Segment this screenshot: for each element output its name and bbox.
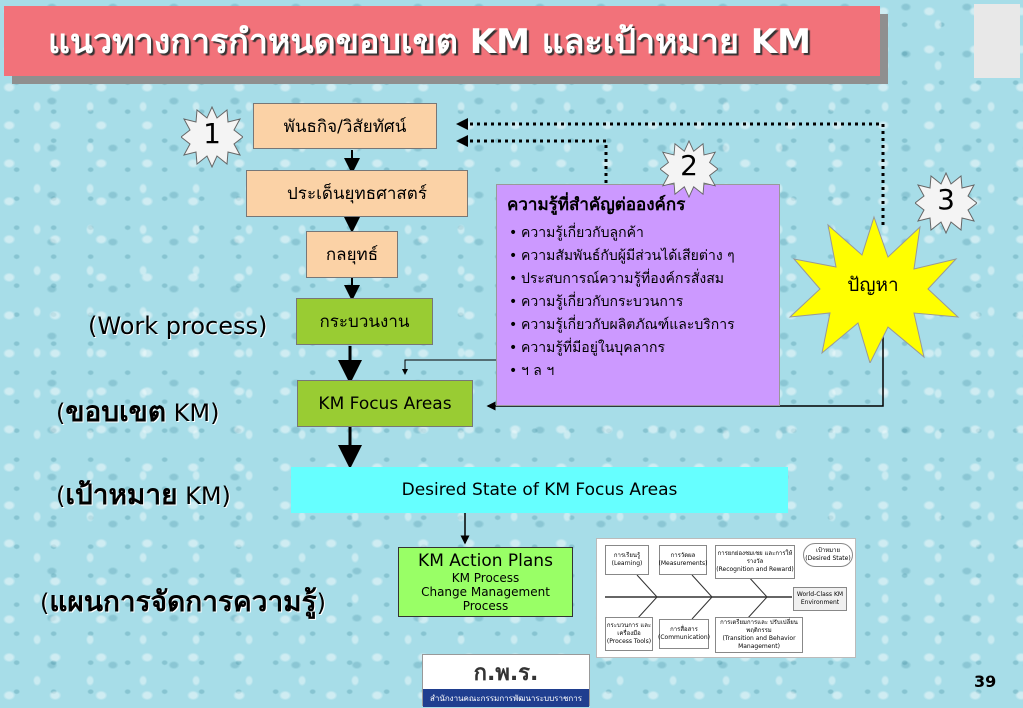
label-work-process: (Work process) (88, 312, 268, 340)
arrowhead-vision-2 (456, 135, 468, 147)
page-number: 39 (974, 672, 997, 691)
mini-measurements-th: การวัดผล (670, 552, 696, 559)
mini-communication-en: (Communication) (658, 634, 710, 641)
label-scope-rest: KM) (166, 399, 220, 427)
mini-recognition: การยกย่องชมเชย และการให้รางวัล (Recognit… (715, 545, 795, 579)
mini-transition-en: (Transition and Behavior Management) (722, 635, 796, 650)
mini-fishbone-panel: การเรียนรู้ (Learning) การวัดผล (Measure… (596, 538, 856, 658)
desired-state-box: Desired State of KM Focus Areas (291, 467, 788, 513)
dotted-knowledge-to-vision (468, 139, 608, 183)
mini-cloud-th: เป้าหมาย (815, 547, 841, 554)
knowledge-heading: ความรู้ที่สำคัญต่อองค์กร (507, 195, 686, 215)
knowledge-box: ความรู้ที่สำคัญต่อองค์กร ความรู้เกี่ยวกั… (496, 184, 780, 406)
page-title: แนวทางการกำหนดขอบเขต KM และเป้าหมาย KM (48, 22, 811, 62)
line-problem-to-focus (486, 330, 884, 411)
label-plan: (แผนการจัดการความรู้) (40, 580, 326, 624)
km-focus-box: KM Focus Areas (297, 380, 473, 427)
strategic-issues-box: ประเด็นยุทธศาสตร์ (246, 170, 468, 217)
line-knowledge-to-focus (402, 359, 496, 375)
badge-burst-1 (181, 106, 243, 168)
mini-transition: การเตรียมการและ ปรับเปลี่ยนพฤติกรรม (Tra… (715, 617, 803, 653)
knowledge-item: ความรู้เกี่ยวกับกระบวนการ (509, 291, 769, 314)
arrowhead-vision-1 (456, 118, 468, 130)
action-plans-title: KM Action Plans (418, 551, 553, 571)
knowledge-item: ความสัมพันธ์กับผู้มีส่วนได้เสียต่าง ๆ (509, 245, 769, 268)
mini-learning: การเรียนรู้ (Learning) (605, 545, 649, 575)
knowledge-item: ฯ ล ฯ (509, 360, 769, 383)
action-plans-line3: Change Management Process (421, 585, 550, 613)
badge-number-2: 2 (680, 149, 698, 182)
mini-process-tools: กระบวนการ และเครื่องมือ (Process Tools) (605, 617, 653, 651)
mini-recognition-th: การยกย่องชมเชย และการให้รางวัล (717, 550, 793, 565)
title-bar: แนวทางการกำหนดขอบเขต KM และเป้าหมาย KM (4, 6, 880, 76)
action-plans-line2: KM Process (451, 571, 520, 585)
mini-measurements: การวัดผล (Measurements) (658, 545, 708, 575)
mini-flag-environment: World-Class KM Environment (793, 587, 847, 611)
process-box: กระบวนงาน (296, 298, 433, 345)
knowledge-item: ความรู้เกี่ยวกับลูกค้า (509, 222, 769, 245)
strategy-box: กลยุทธ์ (306, 231, 398, 278)
label-goal-open: ( (56, 482, 66, 510)
mini-cloud-en: (Desired State) (805, 555, 851, 562)
label-goal-rest: KM) (177, 482, 231, 510)
label-scope-bold: ขอบเขต (65, 395, 166, 428)
problem-label: ปัญหา (847, 274, 899, 296)
mini-measurements-en: (Measurements) (658, 560, 708, 567)
badge-burst-2 (660, 140, 718, 198)
badge-number-1: 1 (203, 117, 221, 150)
mini-learning-en: (Learning) (611, 560, 643, 567)
label-plan-close: ) (316, 589, 327, 617)
mini-communication: การสื่อสาร (Communication) (658, 619, 710, 649)
mini-recognition-en: (Recognition and Reward) (716, 566, 794, 573)
logo-text-big: ก.พ.ร. (473, 660, 539, 686)
label-plan-open: ( (40, 589, 50, 617)
knowledge-item: ความรู้ที่มีอยู่ในบุคลากร (509, 337, 769, 360)
knowledge-item: ความรู้เกี่ยวกับผลิตภัณฑ์และบริการ (509, 314, 769, 337)
dotted-problem-to-vision (468, 122, 885, 225)
knowledge-item: ประสบการณ์ความรู้ที่องค์กรสั่งสม (509, 268, 769, 291)
label-scope: (ขอบเขต KM) (56, 390, 219, 434)
vision-box: พันธกิจ/วิสัยทัศน์ (253, 103, 437, 149)
kpr-logo: ก.พ.ร. สำนักงานคณะกรรมการพัฒนาระบบราชการ (422, 654, 590, 707)
mini-process-tools-en: (Process Tools) (606, 638, 652, 645)
mini-communication-th: การสื่อสาร (670, 626, 698, 633)
action-plans-box: KM Action Plans KM Process Change Manage… (398, 547, 573, 617)
label-goal-bold: เป้าหมาย (65, 478, 178, 511)
logo-text-small: สำนักงานคณะกรรมการพัฒนาระบบราชการ (423, 689, 589, 707)
mini-learning-th: การเรียนรู้ (613, 552, 641, 559)
mini-cloud-desired: เป้าหมาย (Desired State) (803, 543, 853, 567)
problem-star-shape (788, 215, 960, 363)
label-scope-open: ( (56, 399, 66, 427)
badge-number-3: 3 (937, 183, 955, 216)
mini-process-tools-th: กระบวนการ และเครื่องมือ (606, 622, 652, 637)
label-plan-bold: แผนการจัดการความรู้ (49, 585, 317, 618)
knowledge-list: ความรู้เกี่ยวกับลูกค้า ความสัมพันธ์กับผู… (507, 222, 769, 383)
badge-burst-3 (915, 172, 977, 234)
corner-decoration (974, 4, 1020, 78)
label-goal: (เป้าหมาย KM) (56, 473, 231, 517)
mini-transition-th: การเตรียมการและ ปรับเปลี่ยนพฤติกรรม (720, 619, 798, 634)
